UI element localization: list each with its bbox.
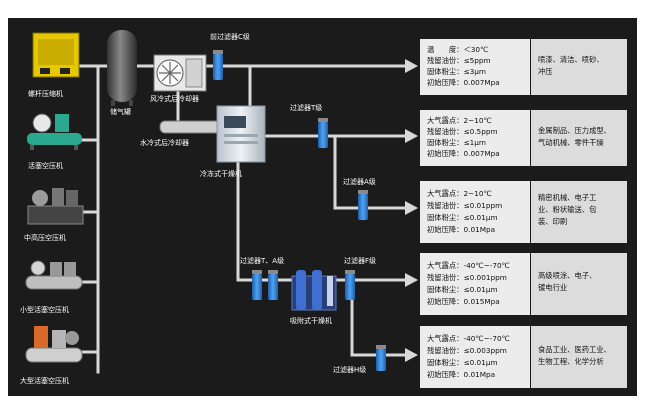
filter-a-icon bbox=[358, 190, 368, 220]
app-box-2 bbox=[531, 110, 627, 166]
spec-box-2 bbox=[420, 110, 530, 166]
spec-box-1 bbox=[420, 39, 530, 95]
filter-f-icon bbox=[345, 270, 355, 300]
air-cooler-label: 风冷式后冷却器 bbox=[150, 94, 199, 103]
app-box-5 bbox=[531, 326, 627, 388]
adsorption-dryer-label: 吸附式干燥机 bbox=[290, 316, 332, 325]
dryer-label: 冷冻式干燥机 bbox=[200, 169, 242, 178]
app-1-line-2: 冲压 bbox=[538, 67, 553, 76]
tank-icon bbox=[107, 30, 137, 106]
spec-2-line-1: 大气露点：2~10℃ bbox=[427, 116, 492, 125]
spec-3-line-3: 固体粉尘：≤0.01μm bbox=[427, 213, 498, 222]
medium-high-pressure-compressor-icon bbox=[27, 188, 84, 225]
app-3-line-2: 业、粉状输送、包 bbox=[538, 205, 596, 214]
arrow-output-2 bbox=[405, 129, 418, 143]
spec-5-line-4: 初始压降：0.01Mpa bbox=[427, 370, 495, 379]
spec-1-line-4: 初始压降：0.007Mpa bbox=[427, 78, 500, 87]
app-3-line-1: 精密机械、电子工 bbox=[538, 193, 596, 202]
small-piston-compressor-icon bbox=[25, 260, 83, 290]
filter-t-label: 过滤器T级 bbox=[290, 103, 322, 112]
filters bbox=[213, 50, 386, 371]
app-box-4 bbox=[531, 253, 627, 315]
app-4-line-1: 高级喷涂、电子、 bbox=[538, 271, 596, 280]
pipe-branch-h bbox=[350, 278, 407, 357]
filter-c-icon bbox=[213, 50, 223, 80]
compressor-label-4: 小型活塞空压机 bbox=[20, 305, 69, 314]
spec-4-line-1: 大气露点：-40℃~-70℃ bbox=[427, 261, 510, 270]
water-cooler-icon bbox=[159, 120, 221, 134]
spec-3-line-1: 大气露点：2~10℃ bbox=[427, 189, 492, 198]
tank-label: 储气罐 bbox=[110, 107, 131, 116]
arrows bbox=[405, 59, 418, 362]
spec-5-line-2: 残留油份：≤0.003ppm bbox=[427, 346, 507, 355]
app-1-line-1: 喷漆、清洁、喷砂、 bbox=[538, 55, 604, 64]
large-piston-compressor-icon bbox=[25, 326, 83, 363]
filter-t-icon bbox=[318, 118, 328, 148]
filter-ta-icon-2 bbox=[268, 270, 278, 300]
app-box-1 bbox=[531, 39, 627, 95]
app-5-line-2: 生物工程、化学分析 bbox=[538, 357, 604, 366]
arrow-output-4 bbox=[405, 273, 418, 287]
output-1: 温 度：＜30℃ 残留油份：≤5ppm 固体粉尘：≤3μm 初始压降：0.007… bbox=[420, 39, 627, 95]
filter-c-label: 前过滤器C级 bbox=[210, 32, 250, 41]
piston-compressor-icon bbox=[27, 113, 82, 150]
spec-3-line-4: 初始压降：0.01Mpa bbox=[427, 225, 495, 234]
compressor-label-5: 大型活塞空压机 bbox=[20, 376, 69, 385]
filter-h-label: 过滤器H级 bbox=[333, 365, 366, 374]
spec-2-line-2: 残留油份：≤0.5ppm bbox=[427, 127, 498, 136]
output-4: 大气露点：-40℃~-70℃ 残留油份：≤0.001ppm 固体粉尘：≤0.01… bbox=[420, 253, 627, 315]
spec-box-3 bbox=[420, 181, 530, 243]
dryer-icon bbox=[216, 105, 266, 163]
arrow-output-5 bbox=[405, 348, 418, 362]
air-cooler-icon bbox=[153, 54, 207, 92]
spec-1-line-1: 温 度：＜30℃ bbox=[427, 45, 488, 54]
compressor-column: 螺杆压缩机 活塞空压机 中高压空压机 小型活塞空压机 大型活塞空压机 bbox=[20, 32, 84, 385]
spec-1-line-3: 固体粉尘：≤3μm bbox=[427, 67, 486, 76]
filter-a-label: 过滤器A级 bbox=[343, 177, 376, 186]
spec-box-4 bbox=[420, 253, 530, 315]
filter-ta-icon-1 bbox=[252, 270, 262, 300]
spec-4-line-2: 残留油份：≤0.001ppm bbox=[427, 273, 507, 282]
pipe-branch-a bbox=[333, 134, 407, 210]
filter-f-label: 过滤器F级 bbox=[344, 256, 376, 265]
spec-5-line-3: 固体粉尘：≤0.01μm bbox=[427, 358, 498, 367]
output-2: 大气露点：2~10℃ 残留油份：≤0.5ppm 固体粉尘：≤1μm 初始压降：0… bbox=[420, 110, 627, 166]
output-spec-boxes: 温 度：＜30℃ 残留油份：≤5ppm 固体粉尘：≤3μm 初始压降：0.007… bbox=[420, 39, 627, 388]
filter-ta-label: 过滤器T、A级 bbox=[240, 256, 284, 265]
output-5: 大气露点：-40℃~-70℃ 残留油份：≤0.003ppm 固体粉尘：≤0.01… bbox=[420, 326, 627, 388]
app-2-line-2: 气动机械、零件干燥 bbox=[538, 138, 604, 147]
output-3: 大气露点：2~10℃ 残留油份：≤0.01ppm 固体粉尘：≤0.01μm 初始… bbox=[420, 181, 627, 243]
filter-h-icon bbox=[376, 345, 386, 371]
spec-5-line-1: 大气露点：-40℃~-70℃ bbox=[427, 334, 510, 343]
spec-4-line-3: 固体粉尘：≤0.01μm bbox=[427, 285, 498, 294]
pipe-network bbox=[76, 64, 407, 374]
app-5-line-1: 食品工业、医药工业、 bbox=[538, 345, 611, 354]
app-box-3 bbox=[531, 181, 627, 243]
spec-2-line-3: 固体粉尘：≤1μm bbox=[427, 138, 486, 147]
screw-compressor-icon bbox=[32, 32, 80, 78]
arrow-output-1 bbox=[405, 59, 418, 73]
app-3-line-3: 装、印刷 bbox=[538, 217, 567, 226]
spec-box-5 bbox=[420, 326, 530, 388]
compressor-label-1: 螺杆压缩机 bbox=[28, 89, 63, 98]
spec-1-line-2: 残留油份：≤5ppm bbox=[427, 56, 491, 65]
app-4-line-2: 镀电行业 bbox=[538, 283, 567, 292]
adsorption-dryer-icon bbox=[291, 270, 337, 311]
spec-4-line-4: 初始压降：0.015Mpa bbox=[427, 297, 500, 306]
spec-3-line-2: 残留油份：≤0.01ppm bbox=[427, 201, 502, 210]
spec-2-line-4: 初始压降：0.007Mpa bbox=[427, 149, 500, 158]
compressor-label-3: 中高压空压机 bbox=[24, 233, 66, 242]
water-cooler-label: 水冷式后冷却器 bbox=[140, 138, 189, 147]
arrow-output-3 bbox=[405, 201, 418, 215]
app-2-line-1: 金属制品、压力成型、 bbox=[538, 126, 611, 135]
compressor-label-2: 活塞空压机 bbox=[28, 161, 63, 170]
